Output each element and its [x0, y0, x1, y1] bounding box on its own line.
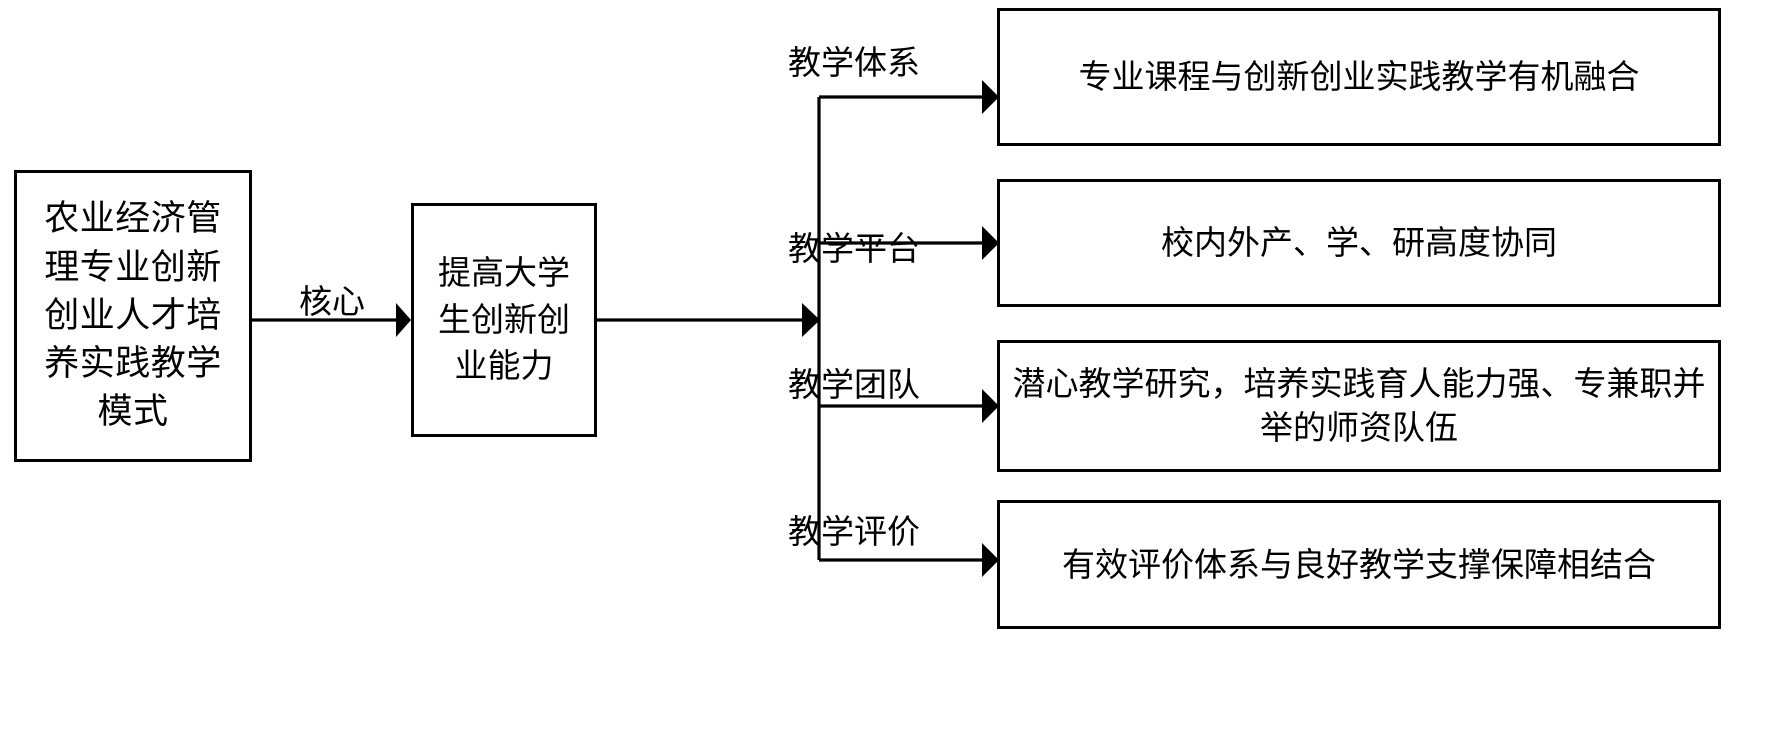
edge-label-teaching-team: 教学团队	[788, 365, 920, 404]
node-teaching-evaluation-label: 有效评价体系与良好教学支撑保障相结合	[1062, 544, 1656, 584]
edge-label-core: 核心	[299, 282, 365, 321]
node-teaching-evaluation[interactable]: 有效评价体系与良好教学支撑保障相结合	[997, 500, 1721, 629]
edge-label-teaching-evaluation: 教学评价	[788, 512, 920, 551]
node-root-label: 农业经济管理专业创新创业人才培养实践教学模式	[44, 199, 222, 433]
node-core[interactable]: 提高大学生创新创业能力	[411, 203, 597, 437]
edge-label-teaching-platform: 教学平台	[788, 229, 920, 268]
node-core-label: 提高大学生创新创业能力	[438, 252, 570, 386]
node-teaching-platform-label: 校内外产、学、研高度协同	[1161, 223, 1557, 263]
edge-branch-teaching-system	[819, 80, 999, 114]
node-teaching-team-label: 潜心教学研究，培养实践育人能力强、专兼职并举的师资队伍	[1012, 364, 1706, 447]
node-teaching-team[interactable]: 潜心教学研究，培养实践育人能力强、专兼职并举的师资队伍	[997, 340, 1721, 472]
edge-label-teaching-system: 教学体系	[788, 43, 920, 82]
node-teaching-system[interactable]: 专业课程与创新创业实践教学有机融合	[997, 8, 1721, 146]
edge-core-to-trunk	[597, 303, 820, 337]
node-teaching-platform[interactable]: 校内外产、学、研高度协同	[997, 179, 1721, 307]
node-teaching-system-label: 专业课程与创新创业实践教学有机融合	[1078, 57, 1640, 97]
node-root[interactable]: 农业经济管理专业创新创业人才培养实践教学模式	[14, 170, 252, 462]
